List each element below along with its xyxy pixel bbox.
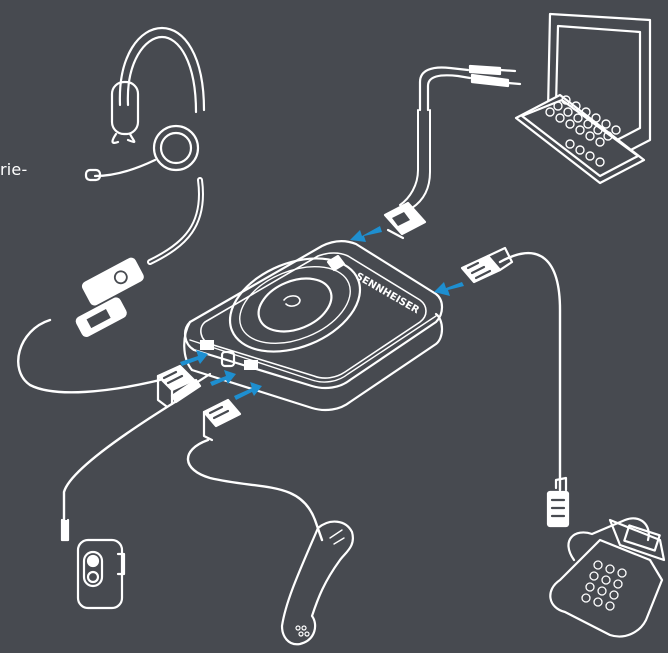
rj-plug-handset-port [204,400,240,440]
headset-icon [86,28,204,180]
handset-icon [282,522,353,645]
remote-cable [64,402,175,520]
arrow-phone-to-hub [434,282,464,296]
computer-icon [516,14,650,183]
rj-plug-phone-side [548,478,568,526]
phone-cable [500,253,560,490]
handset-cable [188,440,322,540]
audio-jack-plugs [400,66,520,208]
arrow-usb-to-hub [350,226,382,242]
quick-disconnect-icon [62,257,155,337]
headset-cable [150,180,201,262]
desk-phone-icon [550,518,664,636]
rj-plug-hub-side [462,248,512,282]
usb-connector-icon [385,203,425,238]
hub-device-icon: SENNHEISER [184,241,442,410]
remote-control-icon [78,540,124,608]
